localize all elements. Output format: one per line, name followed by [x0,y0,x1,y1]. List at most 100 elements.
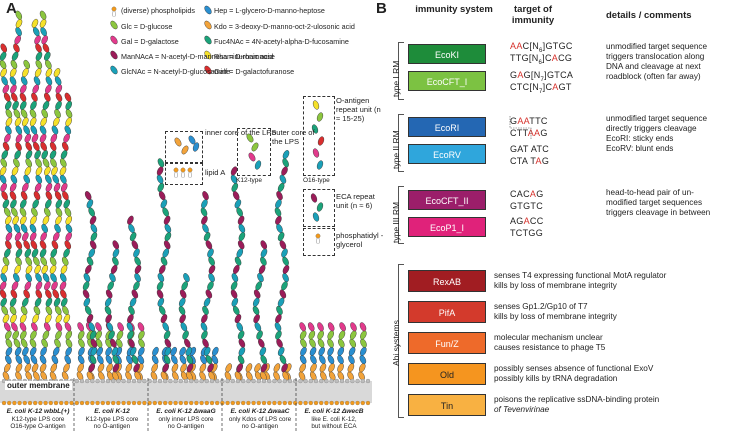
phospholipid-head [142,400,147,406]
lipid-head-top [287,378,293,384]
sugar-residue [51,125,59,135]
type1-bracket [398,42,404,100]
abi-funz: Fun/Z [408,332,486,354]
sugar-residue [55,100,62,110]
lipid-a-icon [173,167,179,173]
sugar-residue [230,289,238,299]
lipid-head-top [100,378,105,384]
sugar-residue [50,248,58,258]
legend-item: Glc = D-glucose [121,22,173,31]
sugar-residue [231,273,239,283]
type3-label: type III RM [391,201,401,243]
lipid-head-top [194,378,199,384]
sugar-residue [277,346,285,356]
sugar-residue [31,322,38,332]
sugar-residue [55,92,63,102]
lipid-head-top [111,378,116,384]
sugar-residue [84,191,92,201]
sugar-residue [151,363,158,373]
sugar-residue [5,346,13,356]
sugar-residue [54,338,61,348]
sugar-residue [256,330,263,340]
sugar-residue [55,215,62,225]
sugar-residue [12,330,19,340]
phospholipid-tail [181,171,185,179]
sugar-residue [152,346,159,356]
lipid-head-top [189,378,194,384]
phospholipid-head [339,400,345,406]
phospholipid-head [313,400,319,406]
legend-item: Kdo = 3-deoxy-D-manno-oct-2-ulosonic aci… [214,22,355,31]
sugar-residue [279,174,287,184]
sugar-residue [65,100,72,110]
sugar-residue [33,76,41,86]
sugar-residue [138,338,145,348]
sugar-residue [54,223,61,233]
sugar-residue [63,363,70,373]
sugar-residue [45,199,52,209]
sugar-residue [230,166,238,176]
sugar-residue [125,363,133,373]
lipid-head-top [308,378,313,384]
sugar-residue [22,297,29,307]
sugar-residue [31,207,38,217]
sugar-residue [360,338,367,348]
lipid-head-top [137,378,142,384]
sugar-residue [33,191,41,201]
lipid-head-top [360,378,365,384]
sugar-residue [54,109,61,119]
sugar-residue [157,182,165,192]
sugar-residue [39,10,47,20]
sugar-residue [42,100,50,110]
strain-desc: O16-type O-antigen [10,423,66,430]
lipid-head-top [282,378,287,384]
sugar-residue [41,264,49,274]
sugar-residue [14,264,21,274]
sugar-residue [252,297,260,307]
lipid-head-top [152,378,157,384]
phospholipid-head [17,400,22,406]
sugar-residue [3,207,11,217]
sugar-residue [11,166,19,176]
sugar-residue [245,363,253,373]
lipid-head-top [209,378,215,384]
sugar-residue [25,256,32,266]
sugar-residue [276,305,283,315]
sugar-residue [0,43,8,53]
legend-sugar-icon [204,5,212,15]
strain-desc: but without ECA [311,423,357,430]
sugar-residue [348,346,356,356]
phospholipid-head [225,400,230,406]
sugar-residue [65,232,72,242]
sugar-residue [0,174,7,184]
o-antigen-box [303,96,335,176]
strain-desc: no O-antigen [167,423,205,430]
sugar-residue [64,240,72,250]
sugar-residue [170,346,177,356]
o-antigen-rha [312,100,320,110]
sugar-residue [64,125,72,135]
lipid-head-top [215,378,220,384]
phospholipid-head [12,400,17,406]
sugar-residue [41,109,48,119]
lipid-head-top [350,378,355,384]
sugar-residue [15,248,23,258]
sugar-residue [4,322,11,332]
sugar-residue [45,305,53,315]
sugar-residue [89,330,97,340]
sugar-residue [86,314,94,324]
sugar-residue [24,281,32,291]
sugar-residue [20,76,28,86]
sugar-residue [45,314,52,324]
sugar-residue [45,191,53,201]
phospholipid-head [105,400,111,406]
lipid-head-top [163,378,168,384]
phospholipid-head [241,400,246,406]
sugar-residue [25,264,33,274]
lipid-head-top [131,378,137,384]
phospholipid-head [59,400,64,406]
sugar-residue [5,232,13,242]
sugar-residue [55,84,63,94]
